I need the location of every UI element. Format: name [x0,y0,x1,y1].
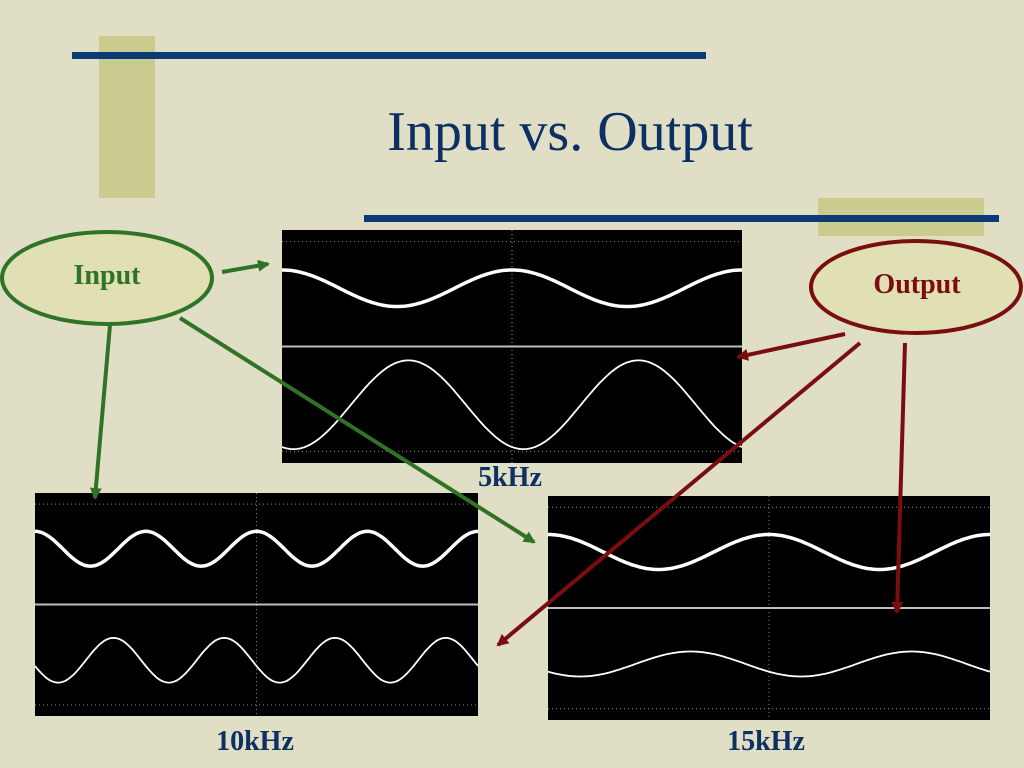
scope-10khz [35,493,478,716]
decorative-title-underline [364,215,999,222]
input-bubble-label: Input [73,260,141,291]
slide-title: Input vs. Output [387,101,753,163]
input-trace [35,529,478,568]
scope-15khz-label: 15kHz [727,726,805,757]
scope-15khz-traces [548,496,990,720]
input-arrow-to-5khz [221,259,270,274]
output-trace [282,359,742,450]
decorative-vertical-bar [99,36,155,198]
output-trace [548,650,990,678]
output-trace [35,636,478,684]
scope-5khz-label: 5kHz [478,462,542,493]
scope-5khz [282,230,742,463]
output-arrow-to-5khz [736,332,846,361]
scope-15khz [548,496,990,720]
decorative-top-rule [72,52,706,59]
scope-5khz-traces [282,230,742,463]
output-bubble-label: Output [873,269,961,300]
scope-10khz-traces [35,493,478,716]
scope-10khz-label: 10kHz [216,726,294,757]
input-arrow-to-10khz [89,324,112,500]
input-trace [282,268,742,309]
